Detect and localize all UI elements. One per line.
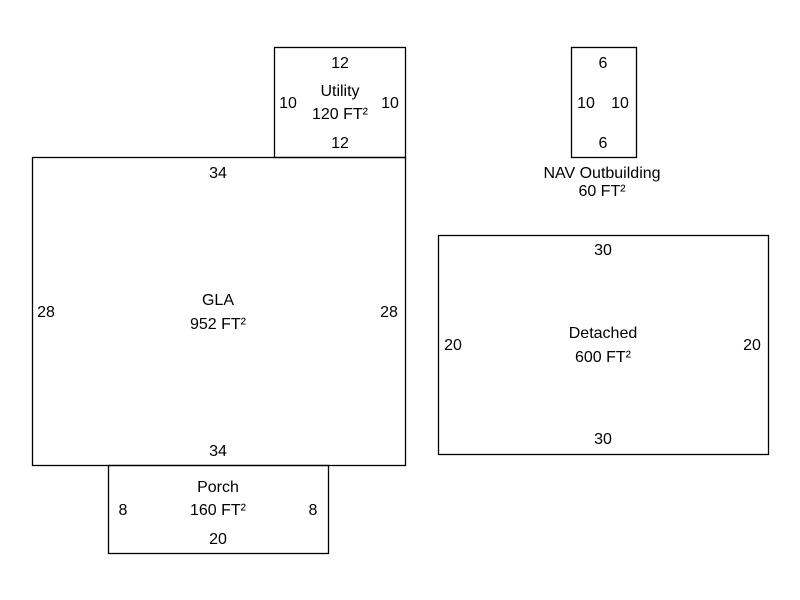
gla-dim-bottom: 34: [209, 443, 227, 460]
area-utility[interactable]: 12 12 10 10 Utility 120 FT²: [273, 46, 407, 159]
area-nav-outbuilding[interactable]: 6 6 10 10 NAV Outbuilding 60 FT²: [543, 46, 661, 201]
area-gla[interactable]: 34 34 28 28 GLA 952 FT²: [31, 156, 407, 467]
nav-outbuilding-name: NAV Outbuilding: [543, 165, 660, 182]
nav-outbuilding-dim-left: 10: [577, 95, 595, 112]
porch-dim-right: 8: [309, 502, 318, 519]
area-porch[interactable]: 20 8 8 Porch 160 FT²: [107, 464, 330, 555]
porch-outline: [107, 464, 330, 555]
porch-dim-bottom: 20: [209, 531, 227, 548]
nav-outbuilding-dim-top: 6: [599, 55, 608, 72]
porch-name: Porch: [197, 479, 239, 496]
utility-dim-left: 10: [279, 95, 297, 112]
detached-dim-left: 20: [444, 337, 462, 354]
detached-dim-bottom: 30: [594, 431, 612, 448]
nav-outbuilding-area: 60 FT²: [578, 183, 626, 200]
detached-name: Detached: [569, 325, 638, 342]
detached-outline: [437, 234, 770, 456]
gla-dim-top: 34: [209, 165, 227, 182]
nav-outbuilding-dim-bottom: 6: [599, 135, 608, 152]
gla-dim-right: 28: [380, 304, 398, 321]
nav-outbuilding-outline: [570, 46, 638, 159]
gla-dim-left: 28: [37, 304, 55, 321]
detached-area: 600 FT²: [575, 349, 632, 366]
gla-name: GLA: [202, 292, 234, 309]
utility-dim-bottom: 12: [331, 135, 349, 152]
utility-area: 120 FT²: [312, 106, 369, 123]
gla-area: 952 FT²: [190, 316, 247, 333]
porch-dim-left: 8: [119, 502, 128, 519]
gla-outline: [31, 156, 407, 467]
porch-area: 160 FT²: [190, 502, 247, 519]
nav-outbuilding-dim-right: 10: [611, 95, 629, 112]
utility-dim-right: 10: [381, 95, 399, 112]
detached-dim-top: 30: [594, 242, 612, 259]
utility-name: Utility: [320, 83, 359, 100]
detached-dim-right: 20: [743, 337, 761, 354]
area-detached[interactable]: 30 30 20 20 Detached 600 FT²: [437, 234, 770, 456]
utility-dim-top: 12: [331, 55, 349, 72]
